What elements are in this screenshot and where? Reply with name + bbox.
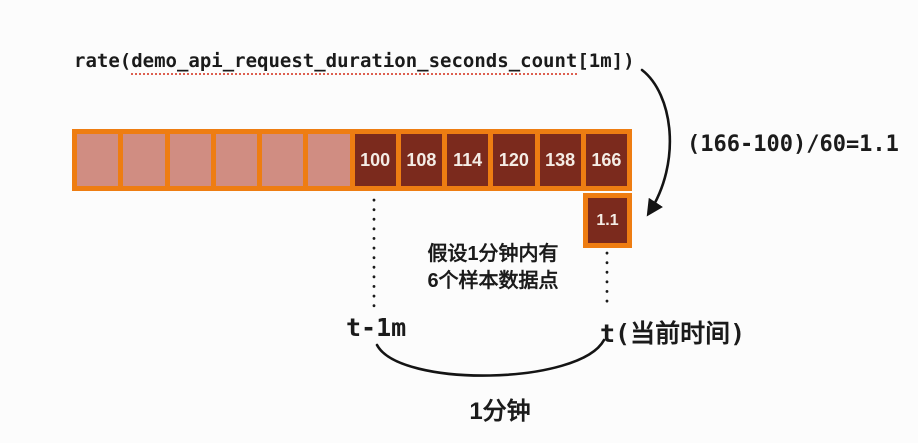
samples-note-line1: 假设1分钟内有	[427, 243, 559, 265]
sample-cell-outside-window	[77, 134, 119, 186]
timespan-label: 1分钟	[469, 398, 531, 425]
sample-cell-value: 120	[493, 134, 535, 186]
samples-note-line2: 6个样本数据点	[427, 270, 559, 292]
window-end-label: t(当前时间)	[600, 319, 746, 348]
timespan-arc	[375, 338, 606, 377]
samples-bar: 100 108 114 120 138 166	[72, 129, 632, 191]
sample-cell-value: 166	[585, 134, 627, 186]
sample-cell-outside-window	[169, 134, 211, 186]
promql-rate-prefix: rate(	[74, 50, 132, 72]
sample-cell-outside-window	[123, 134, 165, 186]
window-start-label: t-1m	[346, 313, 407, 342]
sample-cell-value: 100	[354, 134, 396, 186]
sample-cell-outside-window	[308, 134, 350, 186]
rate-calculation-formula: (166-100)/60=1.1	[687, 132, 899, 157]
samples-assumption-note: 假设1分钟内有 6个样本数据点	[403, 241, 583, 295]
promql-expression: rate(demo_api_request_duration_seconds_c…	[74, 50, 635, 75]
sample-cell-outside-window	[262, 134, 304, 186]
rate-curved-arrow	[640, 68, 672, 217]
promql-range-suffix: [1m])	[577, 50, 635, 72]
sample-cell-outside-window	[215, 134, 257, 186]
sample-cell-value: 108	[400, 134, 442, 186]
rate-result-cell: 1.1	[583, 193, 632, 248]
promql-metric-name: demo_api_request_duration_seconds_count	[131, 50, 578, 75]
sample-cell-value: 114	[447, 134, 489, 186]
sample-cell-value: 138	[539, 134, 581, 186]
rate-result-value: 1.1	[588, 198, 627, 243]
